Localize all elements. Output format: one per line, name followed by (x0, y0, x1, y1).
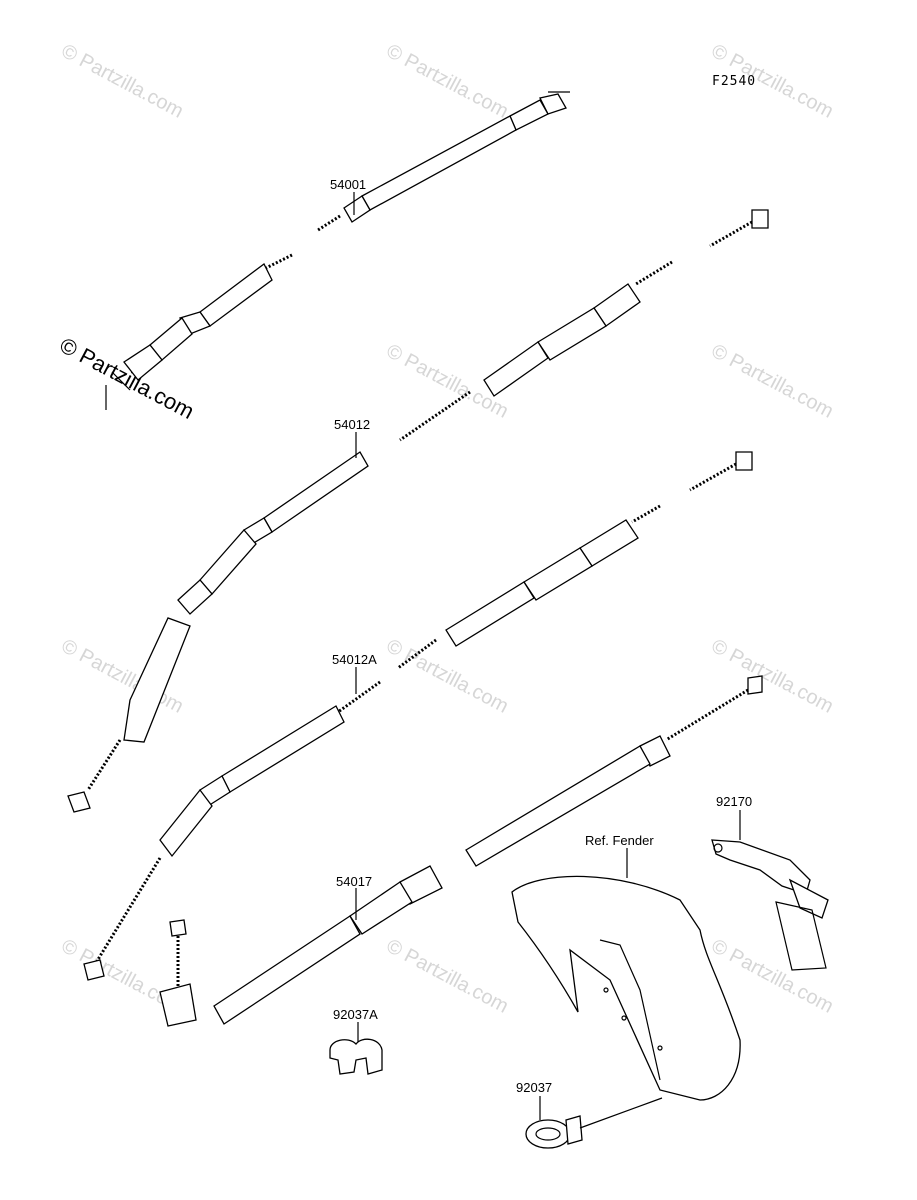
front-fender[interactable] (511, 875, 741, 1101)
clutch-cable-alt[interactable] (83, 451, 753, 981)
bracket-92170[interactable] (711, 839, 829, 971)
part-label-54001: 54001 (330, 177, 366, 192)
part-label-54017: 54017 (336, 874, 372, 889)
watermark: © Partzilla.com (383, 635, 512, 718)
part-label-92037: 92037 (516, 1080, 552, 1095)
watermarks: © Partzilla.com © Partzilla.com © Partzi… (56, 40, 837, 1018)
diagram-code: F2540 (712, 74, 756, 89)
watermark: © Partzilla.com (708, 635, 837, 718)
clamp-92037[interactable] (525, 1097, 663, 1149)
watermark: © Partzilla.com (708, 340, 837, 423)
clamp-92037A[interactable] (329, 1038, 383, 1075)
clutch-cable[interactable] (67, 209, 769, 813)
part-label-54012A: 54012A (332, 652, 377, 667)
cable-54017[interactable] (159, 675, 763, 1027)
watermark: © Partzilla.com (383, 935, 512, 1018)
watermark: © Partzilla.com (58, 40, 187, 123)
speedometer-cable[interactable] (105, 91, 570, 410)
watermark: © Partzilla.com (383, 40, 512, 123)
part-label-92170: 92170 (716, 794, 752, 809)
part-label-ref-fender: Ref. Fender (585, 833, 654, 848)
part-label-92037A: 92037A (333, 1007, 378, 1022)
part-label-54012: 54012 (334, 417, 370, 432)
